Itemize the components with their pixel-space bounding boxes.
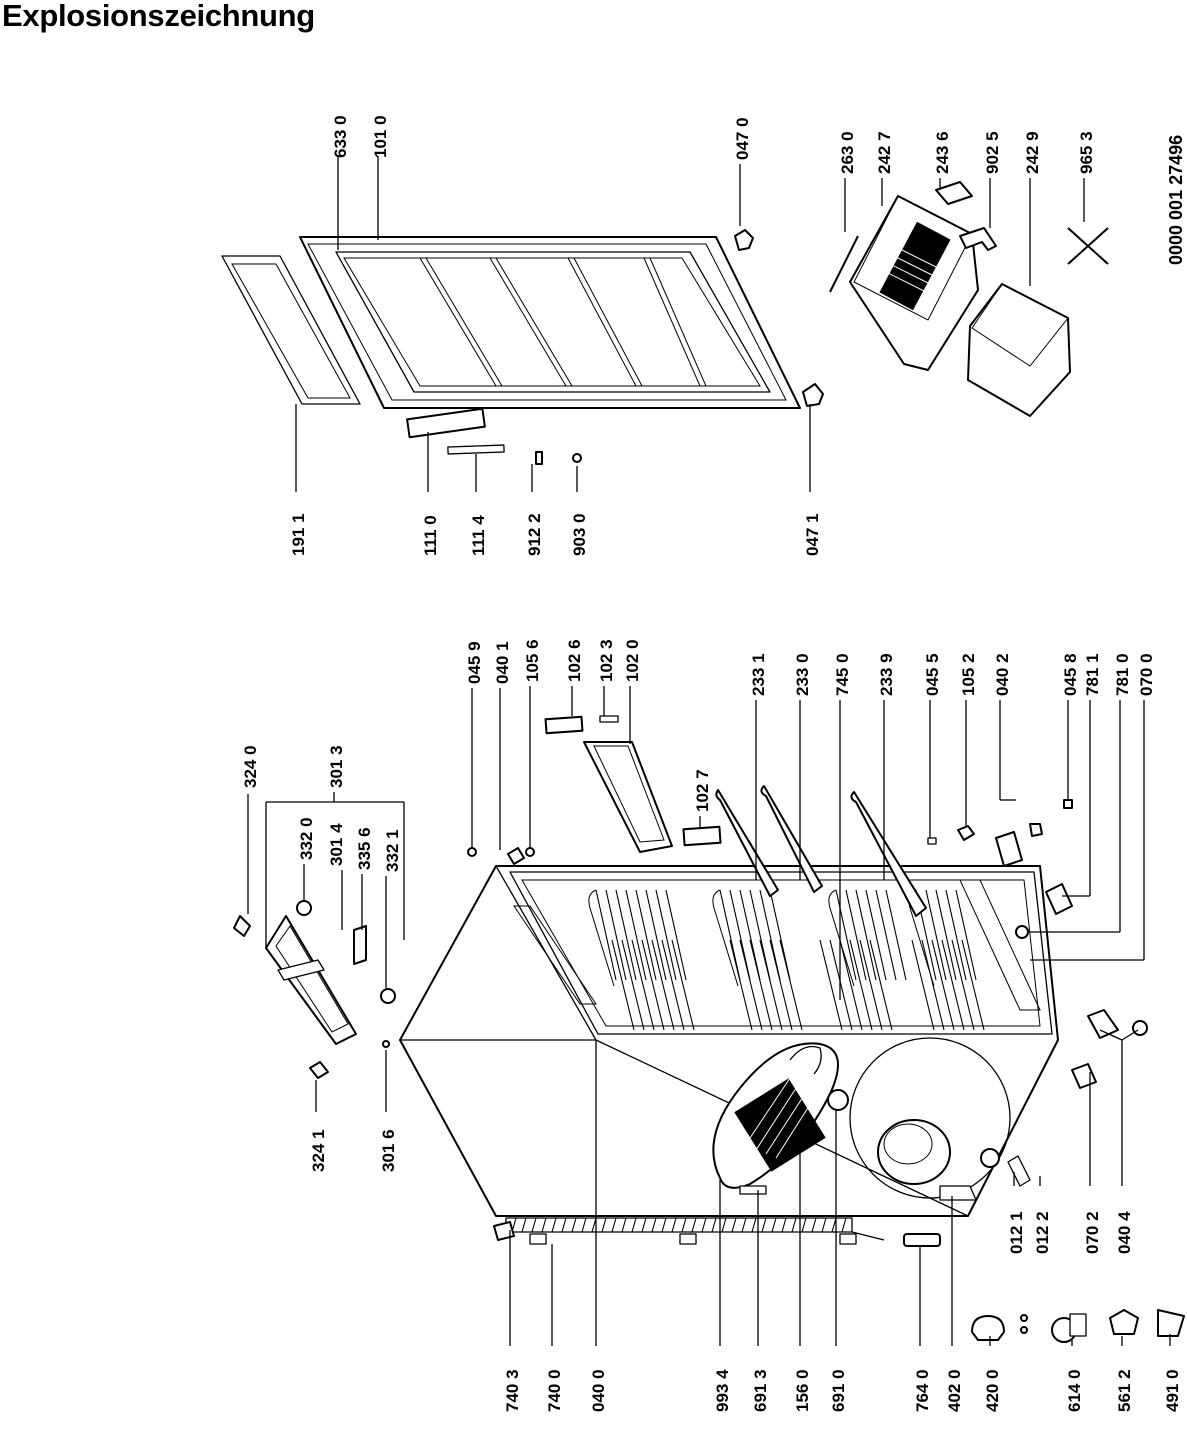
part-number-label: 781 0 bbox=[1113, 653, 1132, 696]
part-number-label: 263 0 bbox=[838, 131, 857, 174]
part-number-label: 561 2 bbox=[1115, 1369, 1134, 1412]
door-assembly bbox=[221, 229, 824, 465]
part-number-label: 111 0 bbox=[421, 515, 440, 556]
part-number-label: 105 2 bbox=[959, 653, 978, 696]
leader-lines bbox=[247, 156, 1171, 1346]
part-number-label: 691 3 bbox=[751, 1369, 770, 1412]
part-number-label: 233 0 bbox=[793, 653, 812, 696]
part-number-label: 102 6 bbox=[565, 639, 584, 682]
part-number-label: 745 0 bbox=[833, 653, 852, 696]
hinge-brackets bbox=[467, 715, 1148, 1089]
part-number-label: 781 1 bbox=[1083, 653, 1102, 696]
part-number-label: 242 9 bbox=[1023, 131, 1042, 174]
part-number-label: 111 4 bbox=[469, 515, 488, 556]
part-number-label: 491 0 bbox=[1163, 1369, 1182, 1412]
part-number-label: 402 0 bbox=[945, 1369, 964, 1412]
part-number-label: 912 2 bbox=[525, 513, 544, 556]
part-number-label: 102 3 bbox=[597, 639, 616, 682]
part-number-label: 102 7 bbox=[693, 769, 712, 812]
part-number-label: 105 6 bbox=[523, 639, 542, 682]
part-number-label: 102 0 bbox=[623, 639, 642, 682]
part-number-label: 965 3 bbox=[1077, 131, 1096, 174]
part-number-label: 332 0 bbox=[297, 817, 316, 860]
part-number-label: 902 5 bbox=[983, 131, 1002, 174]
drawer-group bbox=[829, 181, 1109, 417]
part-number-label: 301 6 bbox=[379, 1129, 398, 1172]
part-number-label: 045 5 bbox=[923, 653, 942, 696]
part-number-label: 045 9 bbox=[465, 641, 484, 684]
part-number-label: 040 1 bbox=[493, 641, 512, 684]
part-number-label: 740 0 bbox=[545, 1369, 564, 1412]
part-number-label: 903 0 bbox=[570, 513, 589, 556]
part-number-label: 040 2 bbox=[993, 653, 1012, 696]
part-number-label: 233 1 bbox=[749, 653, 768, 696]
part-number-label: 324 1 bbox=[309, 1129, 328, 1172]
part-number-label: 633 0 bbox=[331, 115, 350, 158]
cabinet-body bbox=[399, 865, 1185, 1343]
part-number-label: 301 4 bbox=[327, 823, 346, 866]
part-number-label: 243 6 bbox=[933, 131, 952, 174]
part-number-label: 070 2 bbox=[1083, 1211, 1102, 1254]
top-cover bbox=[233, 900, 396, 1079]
part-number-label: 040 0 bbox=[589, 1369, 608, 1412]
document-number: 0000 001 27496 bbox=[1166, 135, 1186, 265]
part-number-label: 332 1 bbox=[383, 829, 402, 872]
part-number-label: 420 0 bbox=[983, 1369, 1002, 1412]
part-number-label: 045 8 bbox=[1061, 653, 1080, 696]
part-number-label: 047 0 bbox=[733, 117, 752, 160]
part-number-label: 335 6 bbox=[355, 827, 374, 870]
part-number-label: 614 0 bbox=[1065, 1369, 1084, 1412]
part-number-label: 691 0 bbox=[829, 1369, 848, 1412]
part-number-label: 191 1 bbox=[289, 513, 308, 556]
part-number-label: 233 9 bbox=[877, 653, 896, 696]
part-number-label: 040 4 bbox=[1115, 1211, 1134, 1254]
part-number-label: 156 0 bbox=[793, 1369, 812, 1412]
part-number-label: 012 1 bbox=[1007, 1211, 1026, 1254]
part-number-label: 740 3 bbox=[503, 1369, 522, 1412]
part-number-label: 070 0 bbox=[1137, 653, 1156, 696]
part-number-label: 324 0 bbox=[241, 745, 260, 788]
part-number-label: 047 1 bbox=[803, 513, 822, 556]
part-number-label: 242 7 bbox=[875, 131, 894, 174]
part-number-label: 012 2 bbox=[1033, 1211, 1052, 1254]
part-number-label: 764 0 bbox=[913, 1369, 932, 1412]
part-number-label: 993 4 bbox=[713, 1369, 732, 1412]
part-number-label: 101 0 bbox=[371, 115, 390, 158]
part-number-label: 301 3 bbox=[327, 745, 346, 788]
page-title: Explosionszeichnung bbox=[2, 0, 315, 33]
part-number-labels: 633 0 101 0 047 0 263 0 242 7 243 6 902 … bbox=[241, 115, 1182, 1412]
